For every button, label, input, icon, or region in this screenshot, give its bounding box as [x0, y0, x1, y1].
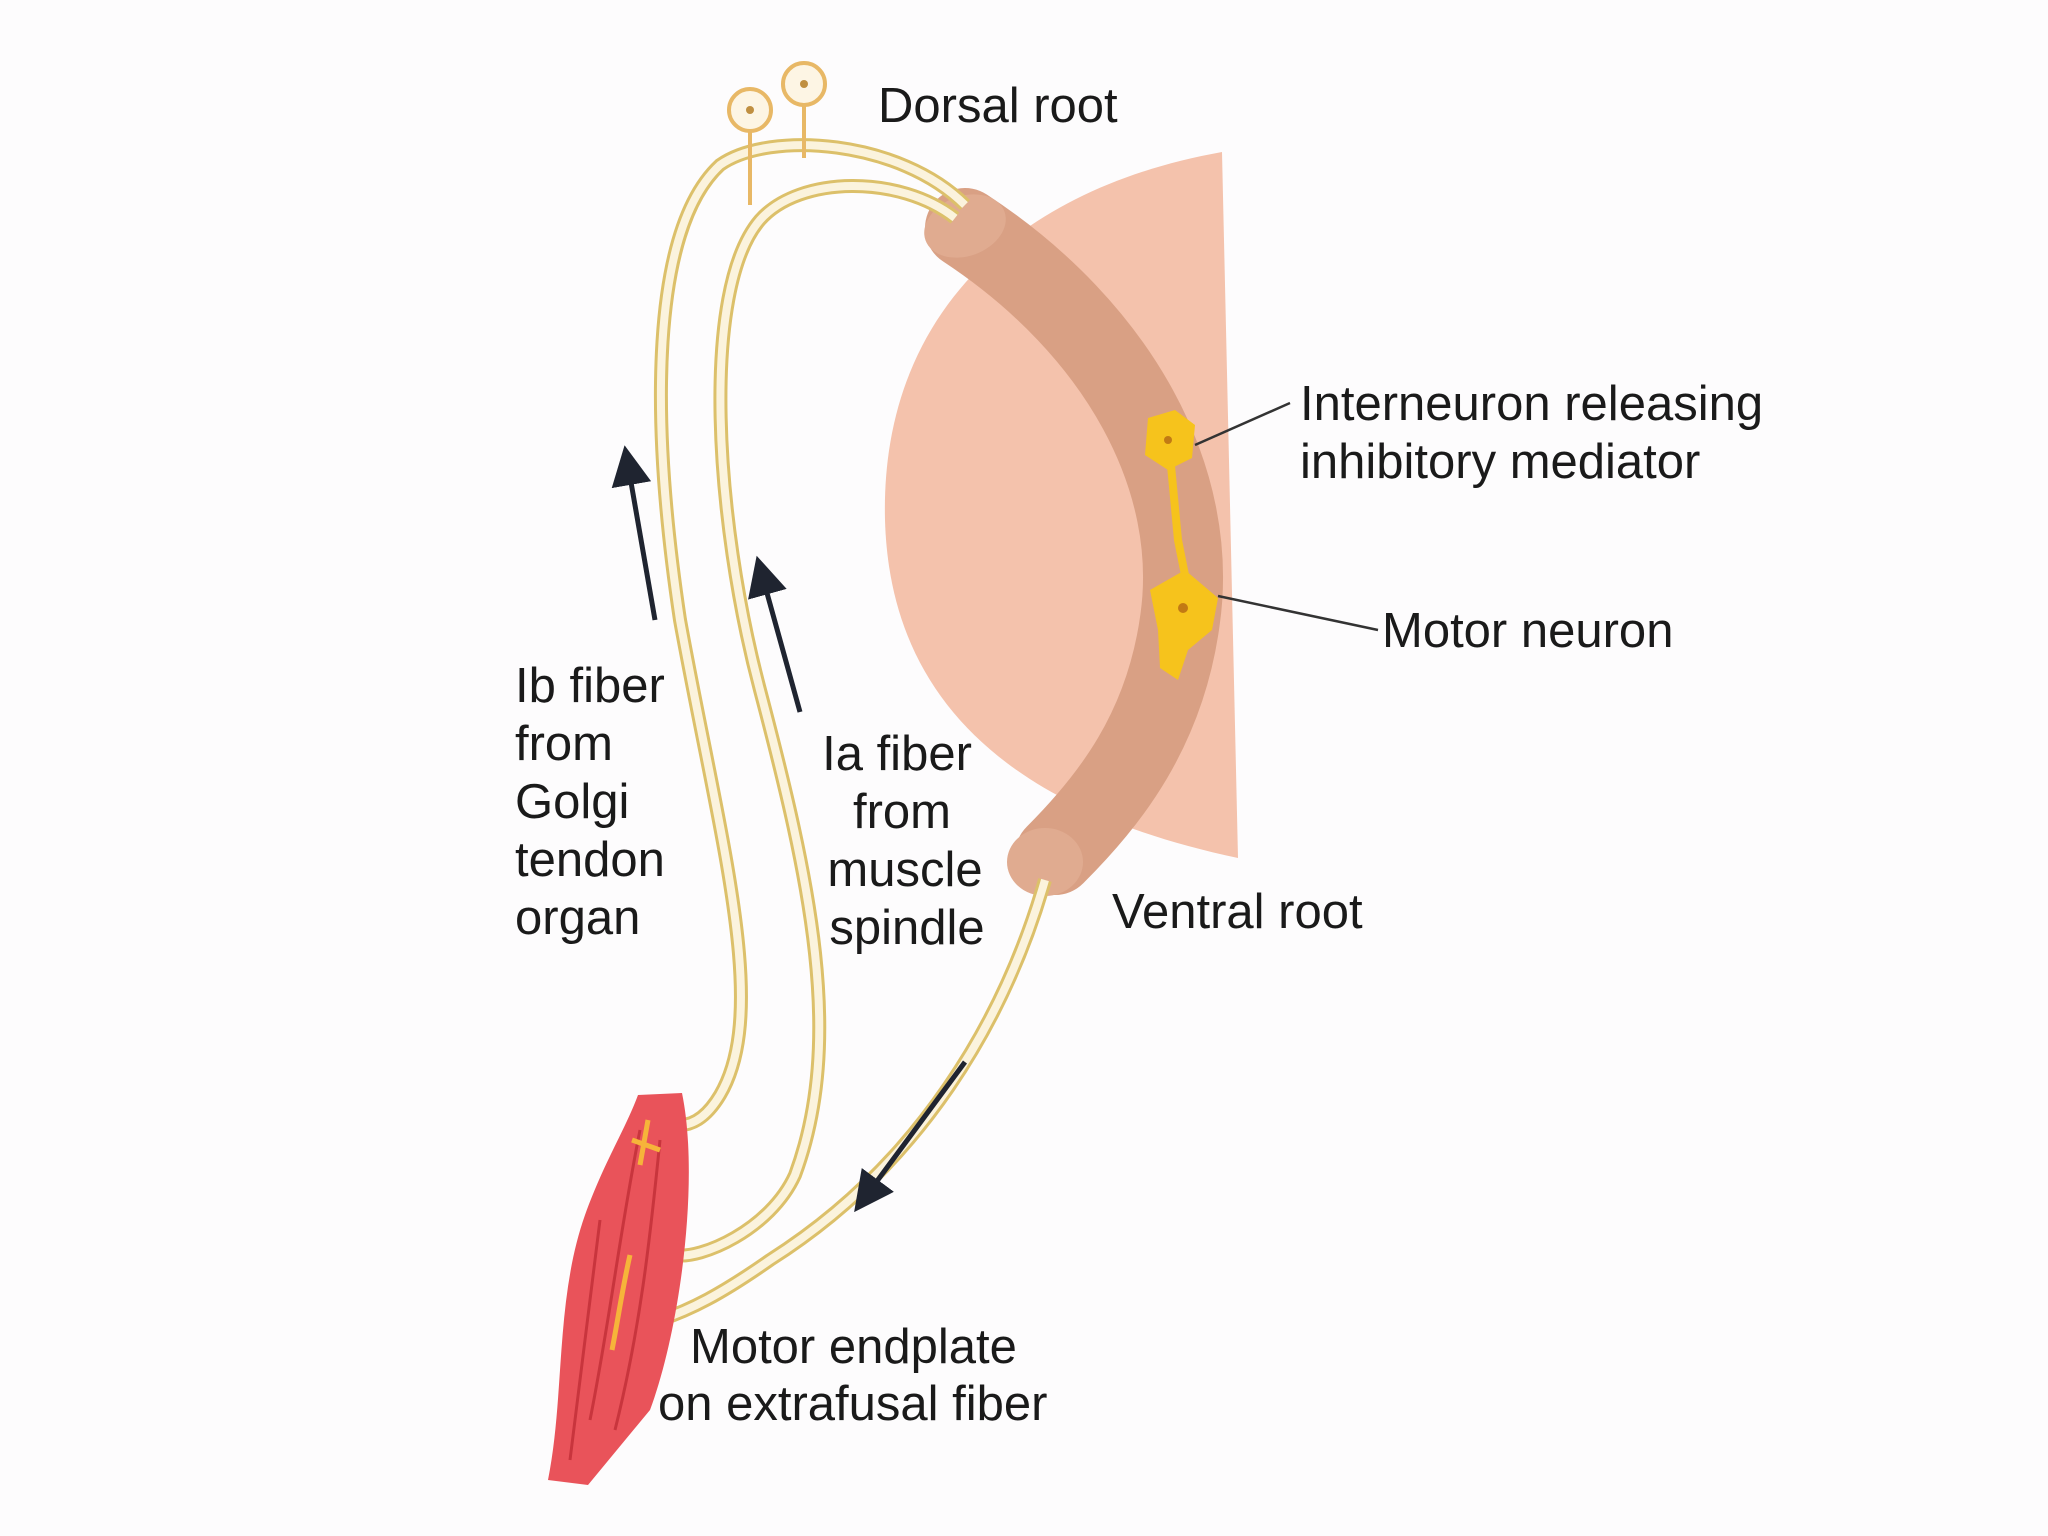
interneuron-label-line1: Interneuron releasing — [1300, 377, 1763, 431]
ia-fiber-label-line3: muscle — [827, 843, 982, 897]
motor-neuron — [1150, 570, 1218, 680]
ia-fiber-label-line2: from — [853, 785, 951, 839]
ib-fiber-label-line1: Ib fiber — [515, 659, 665, 713]
motor-endplate-label-line2: on extrafusal fiber — [658, 1377, 1048, 1431]
ganglion-cell-2 — [781, 61, 827, 158]
interneuron — [1145, 410, 1195, 576]
motor-direction-arrow — [854, 1060, 968, 1213]
ib-direction-arrow — [611, 445, 658, 621]
motor-neuron-label: Motor neuron — [1382, 604, 1673, 658]
ganglion-cell-1 — [727, 87, 773, 205]
interneuron-leader-line — [1194, 401, 1291, 447]
ib-fiber-label-line2: from — [515, 717, 613, 771]
ventral-root-label: Ventral root — [1112, 885, 1363, 939]
ib-fiber-label-line3: Golgi — [515, 775, 629, 829]
dorsal-root-label: Dorsal root — [878, 79, 1118, 133]
interneuron-label-line2: inhibitory mediator — [1300, 435, 1700, 489]
motor-endplate-label-line1: Motor endplate — [690, 1320, 1017, 1374]
ia-fiber-label-line1: Ia fiber — [822, 727, 972, 781]
ia-direction-arrow — [748, 555, 803, 713]
ib-fiber-label-line5: organ — [515, 891, 640, 945]
ventral-root-cut-end — [1007, 828, 1083, 896]
muscle — [548, 1093, 689, 1485]
ia-fiber-label-line4: spindle — [829, 901, 984, 955]
ib-fiber-label-line4: tendon — [515, 833, 665, 887]
motor-neuron-leader-line — [1217, 594, 1379, 632]
